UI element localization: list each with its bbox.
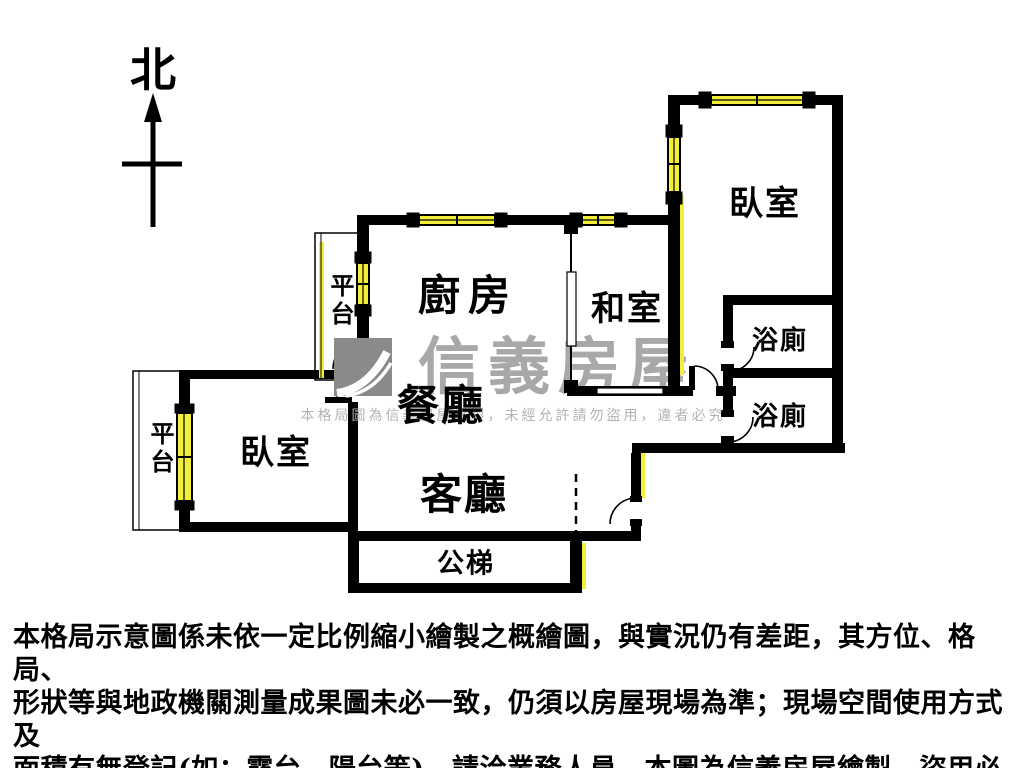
watermark-notice-text: 本格局圖為信義房屋繪製，未經允許請勿盜用，違者必究	[300, 408, 726, 424]
door-bedroom-left	[324, 374, 352, 403]
door-entry	[609, 496, 642, 526]
wall-stairs-left	[348, 531, 359, 593]
wall-entry	[631, 453, 641, 500]
north-arrow	[122, 93, 182, 227]
disclaimer-line-3: 面積有無登記(如：露台、陽台等)，請洽業務人員。本圖為信義房屋繪製，盜用必究。	[13, 753, 1015, 768]
label-bath-top: 浴廁	[751, 326, 809, 356]
window-bedroomtr-left	[665, 124, 683, 205]
wall-baths-left-1	[723, 300, 733, 345]
label-platform-left: 平台	[146, 421, 175, 477]
wall-baths-divider	[723, 368, 842, 378]
window-bedroomleft	[174, 403, 195, 511]
door-corridor	[689, 365, 719, 391]
label-bath-bottom: 浴廁	[751, 402, 809, 432]
label-dining: 餐廳	[396, 381, 486, 430]
label-tatami: 和室	[591, 289, 663, 329]
stripe-corridor	[680, 195, 684, 375]
wall-stairs-top	[348, 531, 641, 541]
label-north: 北	[130, 43, 176, 97]
stripe-stairs	[582, 543, 586, 589]
label-bedroom-right: 臥室	[729, 184, 801, 224]
wall-dining-left	[348, 402, 358, 531]
wall-bedroomleft-left-top	[179, 370, 190, 412]
wall-bedroomleft-top	[180, 370, 338, 379]
walls	[179, 95, 845, 593]
door-bath-bottom	[721, 410, 754, 443]
wall-bedroomtr-right	[832, 95, 843, 453]
wall-stairs-right	[570, 541, 582, 593]
disclaimer-text: 本格局示意圖係未依一定比例縮小繪製之概繪圖，與實況仍有差距，其方位、格局、 形狀…	[13, 621, 1015, 768]
wall-bedroomleft-left-bottom	[179, 501, 190, 532]
wall-bedroomleft-bottom	[180, 522, 352, 532]
sliding-door-tatami	[564, 225, 578, 393]
windows	[174, 91, 816, 511]
wall-baths-top	[723, 295, 842, 305]
door-bath-top	[721, 341, 755, 372]
window-bedroomtr-top	[698, 91, 816, 109]
door-kitchen	[332, 334, 369, 370]
window-kitchen-platform	[354, 251, 372, 317]
doors	[324, 334, 755, 526]
wall-stairs-bottom	[348, 583, 582, 593]
label-stairs: 公梯	[437, 548, 495, 580]
label-living: 客廳	[419, 470, 509, 519]
window-kitchen-top	[406, 212, 508, 228]
label-bedroom-left: 臥室	[240, 433, 312, 473]
stripe-entry	[641, 453, 645, 498]
label-kitchen: 廚房	[417, 271, 519, 320]
wall-baths-bottom	[632, 443, 845, 453]
wall-baths-left-3	[723, 378, 733, 414]
window-tatami-top	[569, 212, 628, 228]
opening-tatami-bottom	[596, 387, 664, 395]
disclaimer-line-1: 本格局示意圖係未依一定比例縮小繪製之概繪圖，與實況仍有差距，其方位、格局、	[13, 622, 976, 686]
platforms	[132, 232, 359, 531]
disclaimer-line-2: 形狀等與地政機關測量成果圖未必一致，仍須以房屋現場為準；現場空間使用方式及	[13, 688, 1003, 752]
wall-entry-cap	[631, 524, 641, 536]
label-platform-kitchen: 平台	[326, 273, 355, 329]
wall-kitchen-tatami-top	[360, 215, 680, 225]
